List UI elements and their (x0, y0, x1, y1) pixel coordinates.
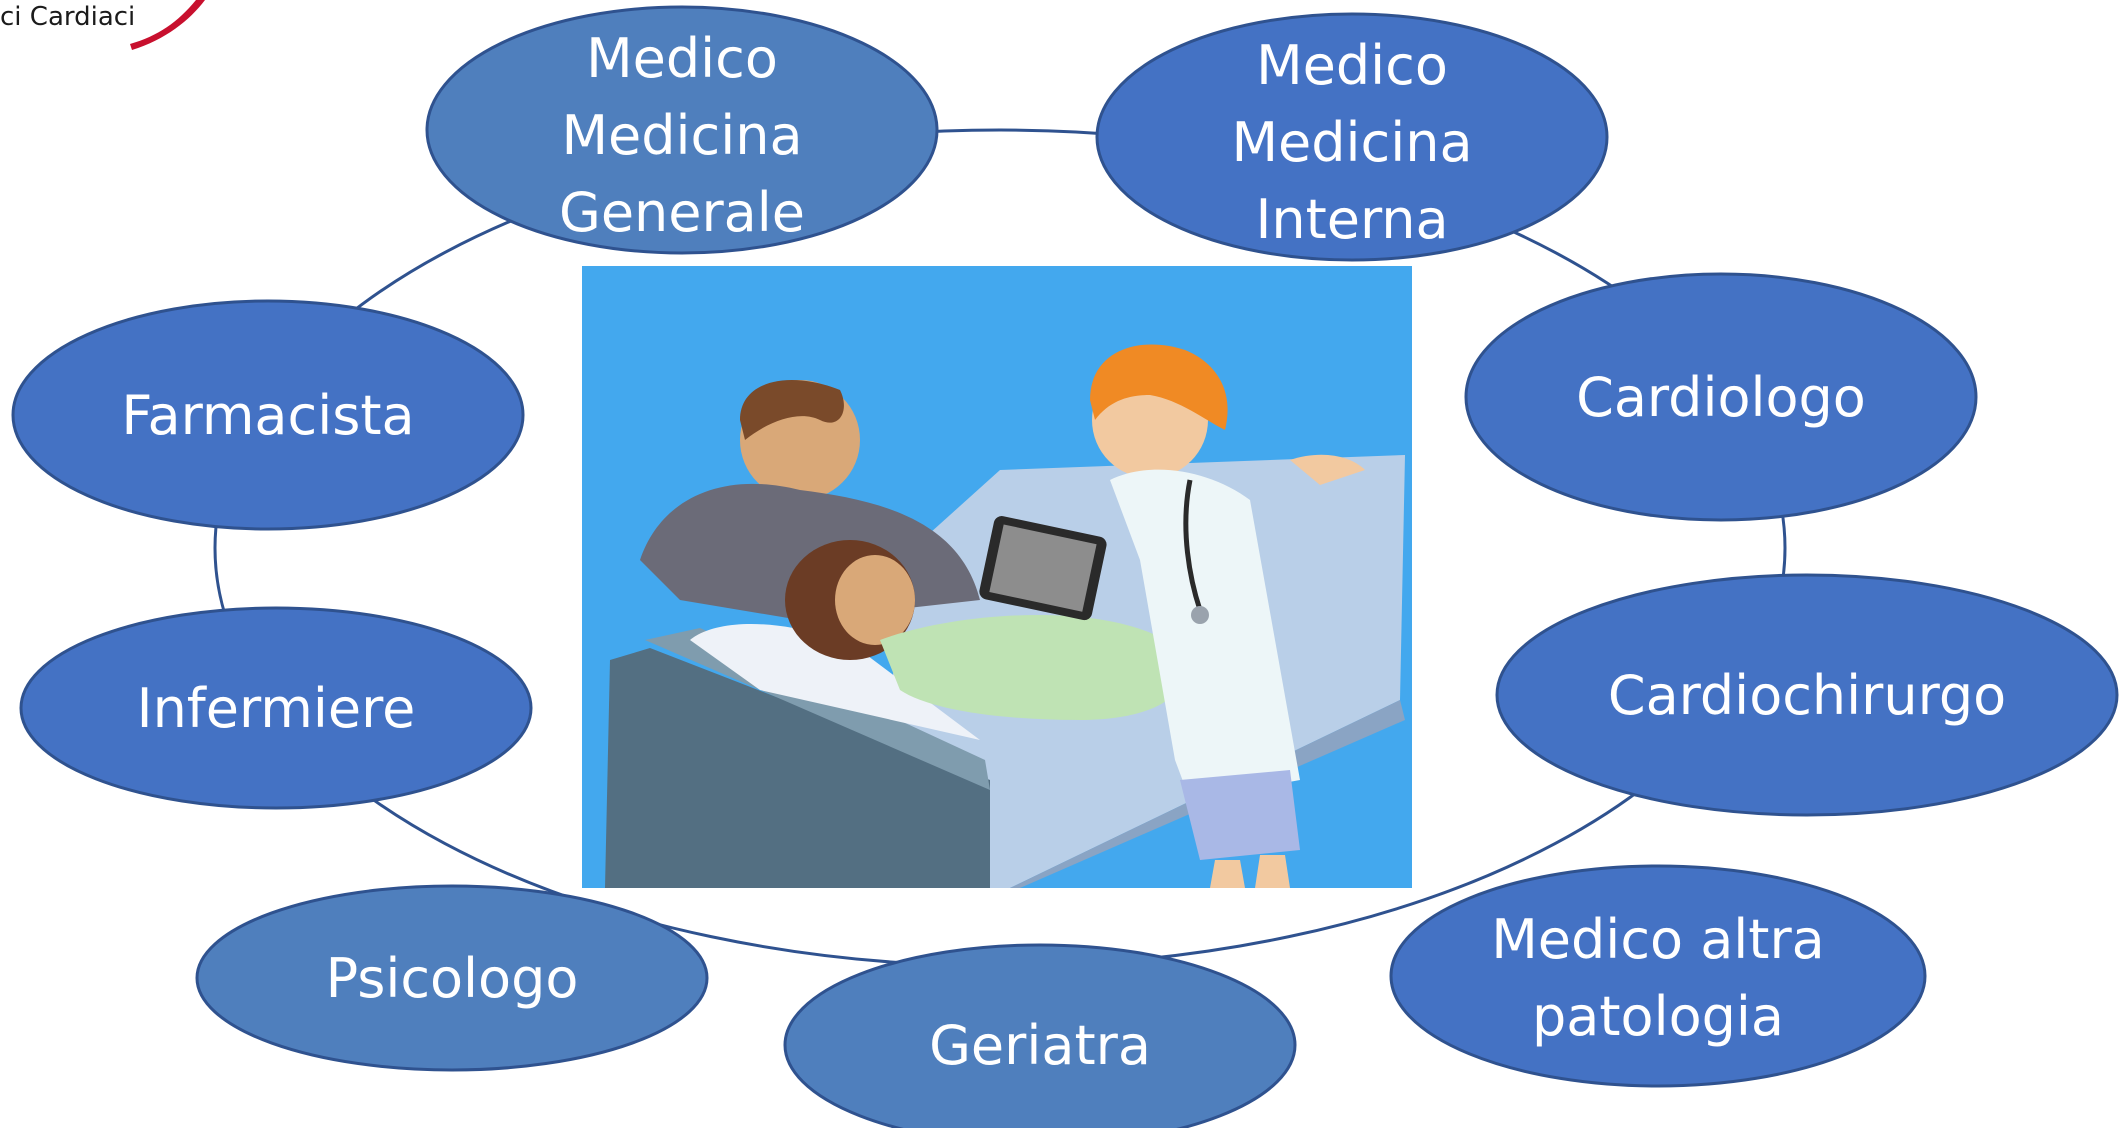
node-cardiologo-ellipse (1464, 272, 1978, 522)
doctor-patient-tablet-illustration (582, 266, 1412, 888)
node-psicologo-ellipse (195, 884, 709, 1072)
node-farmacista-ellipse (11, 299, 525, 531)
node-altra-ellipse (1389, 864, 1927, 1088)
node-cardiochirurgo-label: Cardiochirurgo (1607, 663, 2007, 727)
node-mmg-label: Medico Medicina Generale (558, 26, 806, 244)
logo-text: ci Cardiaci (0, 2, 136, 32)
node-geriatra-label: Geriatra (929, 1013, 1151, 1077)
node-infermiere-label: Infermiere (136, 676, 416, 740)
node-mmi-label: Medico Medicina Interna (1231, 33, 1473, 251)
node-geriatra-ellipse (783, 943, 1297, 1132)
node-mmg-ellipse (425, 5, 939, 255)
node-mmi-ellipse (1095, 12, 1609, 262)
node-altra-label: Medico altra patologia (1491, 908, 1825, 1048)
node-infermiere-ellipse (19, 606, 533, 810)
logo-swoosh-icon (130, 0, 205, 50)
node-cardiologo-label: Cardiologo (1576, 365, 1866, 429)
node-psicologo-label: Psicologo (325, 946, 579, 1010)
node-farmacista-label: Farmacista (121, 383, 415, 447)
node-cardiochirurgo-ellipse (1495, 573, 2119, 817)
